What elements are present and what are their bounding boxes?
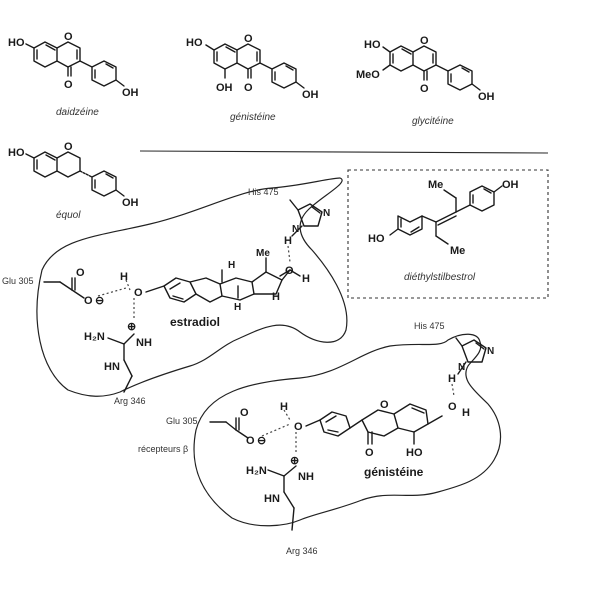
receptor-alpha-minus: ⊖ (95, 295, 104, 307)
receptor-beta-title: récepteurs β (138, 444, 188, 454)
receptor-beta-minus: ⊖ (257, 435, 266, 447)
glyciteine-carbonyl-o-label: O (420, 83, 429, 95)
receptor-beta-glu-o1: O (240, 407, 249, 419)
diethylstilbestrol-ho-label: HO (368, 233, 385, 245)
receptor-beta-ligand-label: génistéine (364, 465, 424, 479)
receptor-alpha-pocket (36, 177, 348, 397)
genisteine-carbonyl-o-label: O (244, 82, 253, 94)
daidzeine-carbonyl-o-label: O (64, 79, 73, 91)
receptor-beta-n1: N (458, 362, 465, 373)
receptor-beta-o-his: O (448, 401, 457, 413)
receptor-alpha-n2: N (323, 208, 330, 219)
receptor-beta-his-label: His 475 (414, 321, 445, 331)
diethylstilbestrol-box (347, 169, 549, 299)
receptor-alpha-glu-o1: O (76, 267, 85, 279)
receptor-alpha-plus: ⊕ (127, 321, 136, 333)
diethylstilbestrol-oh-label: OH (502, 179, 519, 191)
equol-ring-o-label: O (64, 141, 73, 153)
receptor-alpha-n1: N (292, 224, 299, 235)
receptor-alpha-h-n: H (284, 235, 292, 247)
receptor-beta-glu-o2: O (246, 435, 255, 447)
daidzeine-structure: HO O O OH daidzéine (8, 31, 139, 118)
receptor-beta-interactions (209, 337, 487, 531)
receptor-alpha-steroid-h2: H (234, 302, 241, 313)
receptor-alpha-arg-label: Arg 346 (114, 396, 146, 406)
receptor-beta-arg-label: Arg 346 (286, 546, 318, 556)
equol-oh-label: OH (122, 197, 139, 209)
genisteine-ring-o-label: O (244, 33, 253, 45)
genisteine-ho-label: HO (186, 37, 203, 49)
receptor-alpha-h2: H (272, 291, 280, 303)
receptor-beta-h-n: H (448, 373, 456, 385)
receptor-beta-plus: ⊕ (290, 455, 299, 467)
genisteine-oh5-label: OH (216, 82, 233, 94)
receptor-alpha-hn: HN (104, 361, 120, 373)
separator-line (139, 150, 549, 154)
receptor-alpha-h2n: H₂N (84, 331, 105, 343)
receptor-alpha-his-label: His 475 (248, 187, 279, 197)
daidzeine-oh-label: OH (122, 87, 139, 99)
receptor-alpha-oh-h: H (120, 271, 128, 283)
receptor-alpha-o-his: O (285, 265, 294, 277)
daidzeine-caption: daidzéine (56, 107, 99, 118)
receptor-alpha-h1: H (302, 273, 310, 285)
equol-caption: équol (56, 210, 81, 221)
receptor-beta-nh: NH (298, 471, 314, 483)
diethylstilbestrol-caption: diéthylstilbestrol (404, 272, 476, 283)
receptor-beta-oh-h: H (280, 401, 288, 413)
glyciteine-caption: glycitéine (412, 116, 454, 127)
receptor-beta-ho: HO (406, 447, 423, 459)
glyciteine-oh-label: OH (478, 91, 495, 103)
equol-structure: HO O OH équol (8, 141, 139, 221)
receptor-alpha-glu-label: Glu 305 (2, 276, 34, 286)
receptor-alpha-steroid-h1: H (228, 260, 235, 271)
glyciteine-structure: HO MeO O O OH glycitéine (356, 35, 495, 127)
glyciteine-ring-o-label: O (420, 35, 429, 47)
receptor-alpha-ligand-label: estradiol (170, 315, 220, 329)
genisteine-oh-label: OH (302, 89, 319, 101)
receptor-beta-oh-o: O (294, 421, 303, 433)
receptor-beta-h-his: H (462, 407, 470, 419)
daidzeine-ho-label: HO (8, 37, 25, 49)
receptor-beta-pocket (193, 333, 502, 527)
daidzeine-ring-o-label: O (64, 31, 73, 43)
genisteine-caption: génistéine (230, 112, 276, 123)
receptor-beta-carbonyl-o: O (365, 447, 374, 459)
receptor-alpha-steroid-me: Me (256, 248, 270, 259)
genisteine-structure: HO O O OH OH génistéine (186, 33, 319, 123)
receptor-beta-hn: HN (264, 493, 280, 505)
diethylstilbestrol-me1-label: Me (428, 179, 443, 191)
receptor-beta-glu-label: Glu 305 (166, 416, 198, 426)
receptor-alpha-glu-o2: O (84, 295, 93, 307)
equol-ho-label: HO (8, 147, 25, 159)
receptor-alpha-nh: NH (136, 337, 152, 349)
receptor-beta-n2: N (487, 346, 494, 357)
glyciteine-ho-label: HO (364, 39, 381, 51)
receptor-beta-o-ring: O (380, 399, 389, 411)
glyciteine-meo-label: MeO (356, 69, 380, 81)
diethylstilbestrol-me2-label: Me (450, 245, 465, 257)
diethylstilbestrol-structure: Me Me OH HO diéthylstilbestrol (368, 179, 519, 283)
receptor-beta-h2n: H₂N (246, 465, 267, 477)
receptor-alpha-oh-o: O (134, 287, 143, 299)
receptor-alpha-interactions (43, 199, 323, 393)
